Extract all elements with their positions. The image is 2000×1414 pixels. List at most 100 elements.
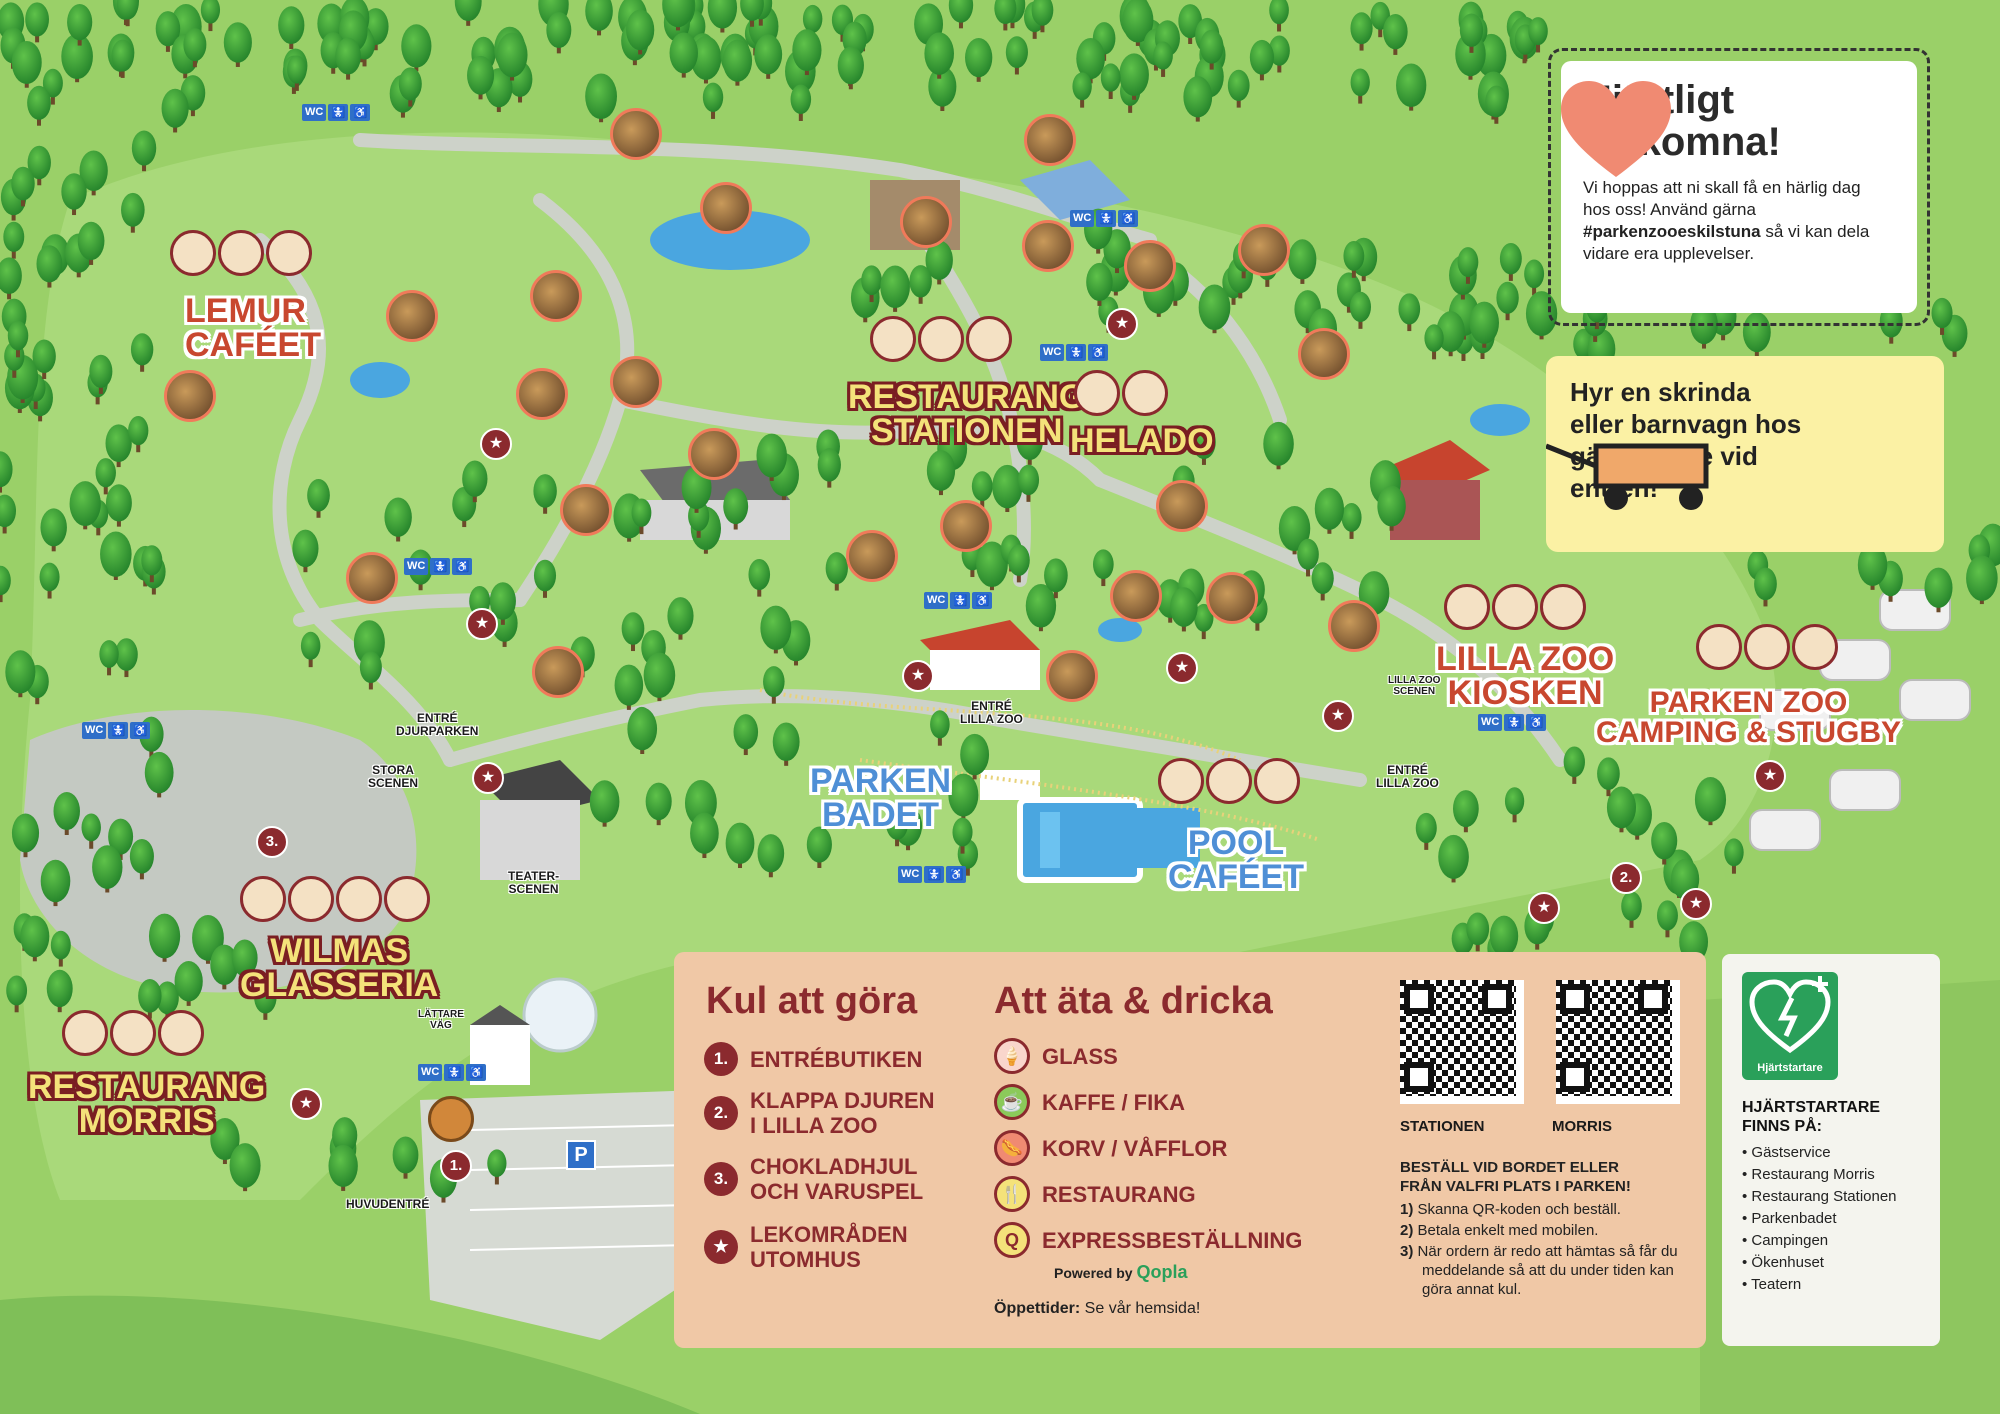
playground-star-icon[interactable]: ★ [290,1088,322,1120]
animal-marker[interactable] [700,182,752,234]
animal-marker[interactable] [516,368,568,420]
tree [1966,555,1998,601]
animal-marker[interactable] [688,428,740,480]
animal-marker[interactable] [560,484,612,536]
animal-marker[interactable] [610,356,662,408]
tree [1496,281,1519,314]
animal-marker[interactable] [1024,114,1076,166]
tree [77,221,105,261]
ata-title: Att äta & dricka [994,980,1273,1022]
order-title: Beställ vid bordet ellerfrån valfri plat… [1400,1158,1700,1196]
playground-star-icon[interactable]: ★ [1754,760,1786,792]
restaurang-morris-label[interactable]: Restaurang Morris [28,1070,265,1138]
order-title-line1: Beställ vid bordet eller [1400,1159,1619,1176]
tree [40,859,71,903]
tree [67,4,93,41]
aed-panel: Hjärtstartare Hjärtstartarefinns på: Gäs… [1722,954,1940,1346]
playground-star-icon[interactable]: ★ [1528,892,1560,924]
powered-by-text: Powered by [1054,1265,1133,1281]
tree [129,838,154,874]
step-text: Skanna QR-koden och beställ. [1417,1201,1621,1218]
tree [5,650,36,694]
animal-marker[interactable] [1124,240,1176,292]
tree [462,460,488,497]
petting-zoo-marker[interactable]: 2. [1610,862,1642,894]
tree [971,471,993,502]
tree [690,812,719,854]
helado-label[interactable]: Helado [1070,422,1214,460]
tree [1466,912,1490,946]
animal-marker[interactable] [164,370,216,422]
tree [754,34,783,75]
tree [994,0,1017,25]
playground-star-icon[interactable]: ★ [1680,888,1712,920]
lemur-cafe-line1: Lemur [185,292,306,330]
tree [702,82,724,112]
playground-star-icon[interactable]: ★ [472,762,504,794]
restaurang-stationen-label[interactable]: Restaurang Stationen [848,380,1085,448]
coffee-icon [110,1010,156,1056]
playground-star-icon[interactable]: ★ [1166,652,1198,684]
tree [802,4,823,33]
tree-trunk [1128,98,1133,113]
wilmas-glasseria-label[interactable]: Wilmas Glasseria [240,934,438,1002]
baby-change-icon: 🚼 [950,592,971,609]
tree [1489,915,1519,957]
animal-marker[interactable] [532,646,584,698]
stora-scenen-label: StoraScenen [368,764,418,789]
animal-marker[interactable] [1110,570,1162,622]
ice-cream-icon [1158,758,1204,804]
coffee-icon [1254,758,1300,804]
tree-trunk [1532,281,1537,296]
animal-marker[interactable] [940,500,992,552]
tree [723,488,749,525]
express-q-icon [384,876,430,922]
legend-kaffe: ☕Kaffe / Fika [994,1084,1185,1120]
lemur-cafe-label[interactable]: Lemur Caféet [185,294,321,362]
tree-trunk [89,834,94,849]
teater-scenen-label: Teater-scenen [508,870,559,895]
animal-marker[interactable] [610,108,662,160]
tree [948,773,979,817]
tree [292,529,319,568]
animal-marker[interactable] [846,530,898,582]
entrance-shop-marker[interactable]: 1. [440,1150,472,1182]
animal-marker[interactable] [1328,600,1380,652]
tree [1606,786,1637,829]
ice-cream-icon [1444,584,1490,630]
animal-marker[interactable] [1238,224,1290,276]
wagon-icon [1546,443,1709,510]
tree [11,813,40,853]
camping-label[interactable]: Parken Zoo Camping & Stugby [1596,688,1901,748]
animal-marker[interactable] [1156,480,1208,532]
chocolate-wheel-marker[interactable]: 3. [256,826,288,858]
animal-marker[interactable] [530,270,582,322]
tree [115,638,138,671]
tree [1007,544,1030,576]
playground-star-icon[interactable]: ★ [902,660,934,692]
playground-star-icon[interactable]: ★ [466,608,498,640]
parken-badet-label[interactable]: Parken Badet [810,764,951,832]
tree [183,28,207,62]
playground-star-icon[interactable]: ★ [1106,308,1138,340]
animal-marker[interactable] [1298,328,1350,380]
playground-star-icon[interactable]: ★ [480,428,512,460]
legend-text: Klappa djureni Lilla Zoo [750,1088,935,1138]
animal-marker[interactable] [1206,572,1258,624]
tree [81,813,101,842]
tree [317,3,346,44]
qr-code-stationen[interactable] [1400,980,1524,1104]
animal-marker[interactable] [1022,220,1074,272]
playground-star-icon[interactable]: ★ [1322,700,1354,732]
animal-marker[interactable] [386,290,438,342]
lilla-zoo-kiosken-label[interactable]: Lilla Zoo Kiosken [1436,642,1614,710]
qr-code-morris[interactable] [1556,980,1680,1104]
legend-line: utomhus [750,1247,861,1272]
animal-marker[interactable] [1046,650,1098,702]
pool-cafe-label[interactable]: Pool Caféet [1168,826,1304,894]
animal-marker[interactable] [900,196,952,248]
tree [25,2,49,37]
tree [756,433,787,478]
animal-marker[interactable] [346,552,398,604]
tree [1017,464,1040,496]
